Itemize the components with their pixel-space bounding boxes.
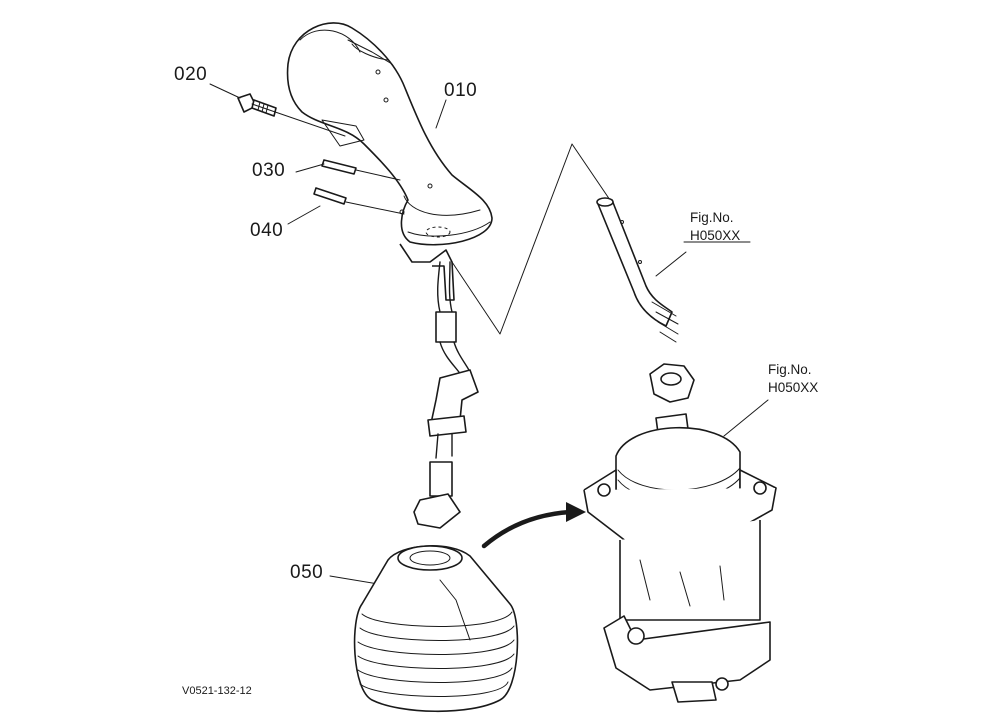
pin-040	[313, 187, 347, 205]
hex-nut	[649, 363, 695, 403]
fig-ref-2-code: H050XX	[768, 380, 818, 395]
label-020: 020	[174, 64, 207, 85]
lever-shaft	[596, 197, 679, 343]
label-010: 010	[444, 80, 477, 101]
label-040: 040	[250, 220, 283, 241]
wiring-harness	[413, 261, 479, 529]
fig-ref-1-title: Fig.No.	[690, 210, 734, 225]
pin-030	[321, 159, 357, 175]
screw-020	[237, 93, 277, 117]
rubber-boot-050	[353, 545, 519, 713]
reference-zigzag	[451, 143, 611, 335]
pilot-valve	[583, 413, 777, 703]
label-030: 030	[252, 160, 285, 181]
lever-grip-010	[286, 22, 493, 301]
fig-ref-2-title: Fig.No.	[768, 362, 812, 377]
label-050: 050	[290, 562, 323, 583]
drawing-code: V0521-132-12	[182, 685, 252, 697]
fig-ref-1-code: H050XX	[690, 228, 740, 243]
assembly-arrow	[481, 502, 586, 549]
